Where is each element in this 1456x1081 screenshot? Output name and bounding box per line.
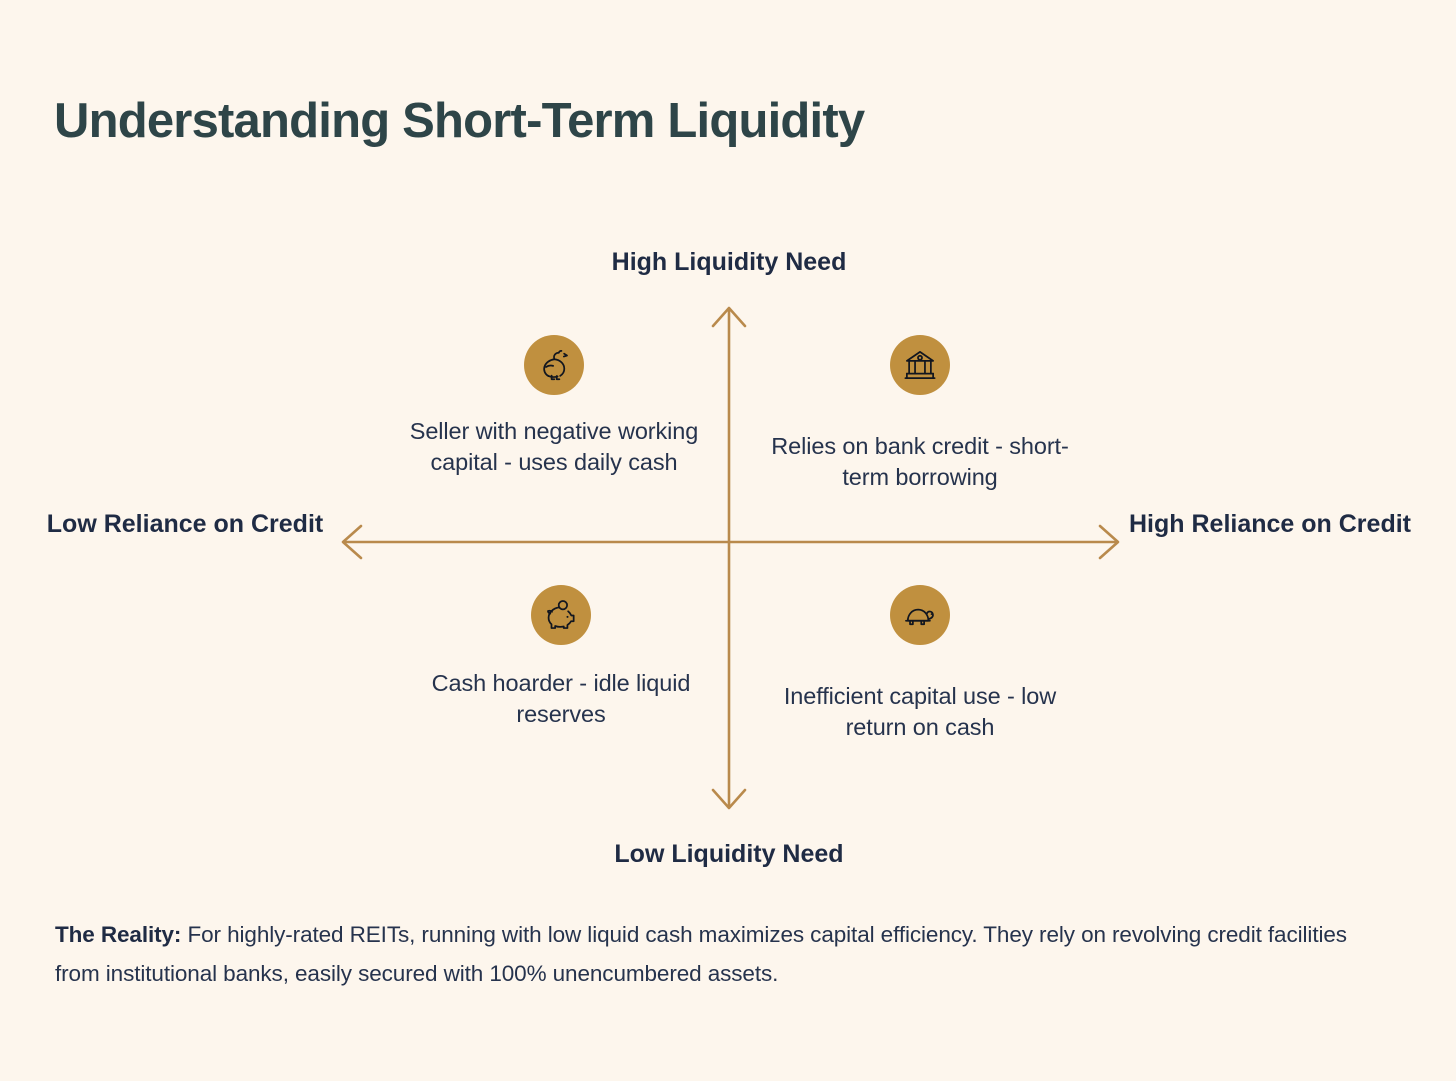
footer-lead: The Reality: (55, 922, 182, 947)
chicken-icon (543, 350, 568, 381)
quadrant-top-left: Seller with negative working capital - u… (389, 335, 719, 478)
axis-arrow-right (1098, 524, 1120, 560)
footer-body: For highly-rated REITs, running with low… (55, 922, 1347, 986)
quadrant-matrix: High Liquidity Need Low Liquidity Need L… (0, 230, 1456, 880)
axis-cross (341, 306, 1120, 810)
turtle-icon (905, 608, 934, 626)
footer-note: The Reality: For highly-rated REITs, run… (55, 916, 1385, 993)
axis-label-right: High Reliance on Credit (1129, 510, 1411, 538)
quadrant-bottom-right: Inefficient capital use - low return on … (755, 585, 1085, 743)
quadrant-text-bottom-right: Inefficient capital use - low return on … (783, 683, 1057, 740)
axis-arrow-left (341, 524, 363, 560)
bank-icon-badge (890, 335, 950, 395)
axis-label-bottom: Low Liquidity Need (614, 840, 844, 868)
quadrant-top-right: Relies on bank credit - short-term borro… (755, 335, 1085, 493)
axis-label-left: Low Reliance on Credit (46, 510, 324, 538)
piggy-bank-icon-badge (531, 585, 591, 645)
quadrant-text-top-right: Relies on bank credit - short-term borro… (771, 433, 1069, 490)
quadrant-text-top-left: Seller with negative working capital - u… (409, 418, 699, 475)
bank-icon (904, 351, 936, 379)
page-title: Understanding Short-Term Liquidity (54, 94, 865, 148)
axis-arrow-down (711, 788, 747, 810)
quadrant-text-bottom-left: Cash hoarder - idle liquid reserves (431, 670, 691, 727)
piggy-bank-icon (547, 600, 575, 629)
quadrant-bottom-left: Cash hoarder - idle liquid reserves (396, 585, 726, 730)
turtle-icon-badge (890, 585, 950, 645)
chicken-icon-badge (524, 335, 584, 395)
axis-arrow-up (711, 306, 747, 328)
axis-label-top: High Liquidity Need (611, 248, 847, 276)
